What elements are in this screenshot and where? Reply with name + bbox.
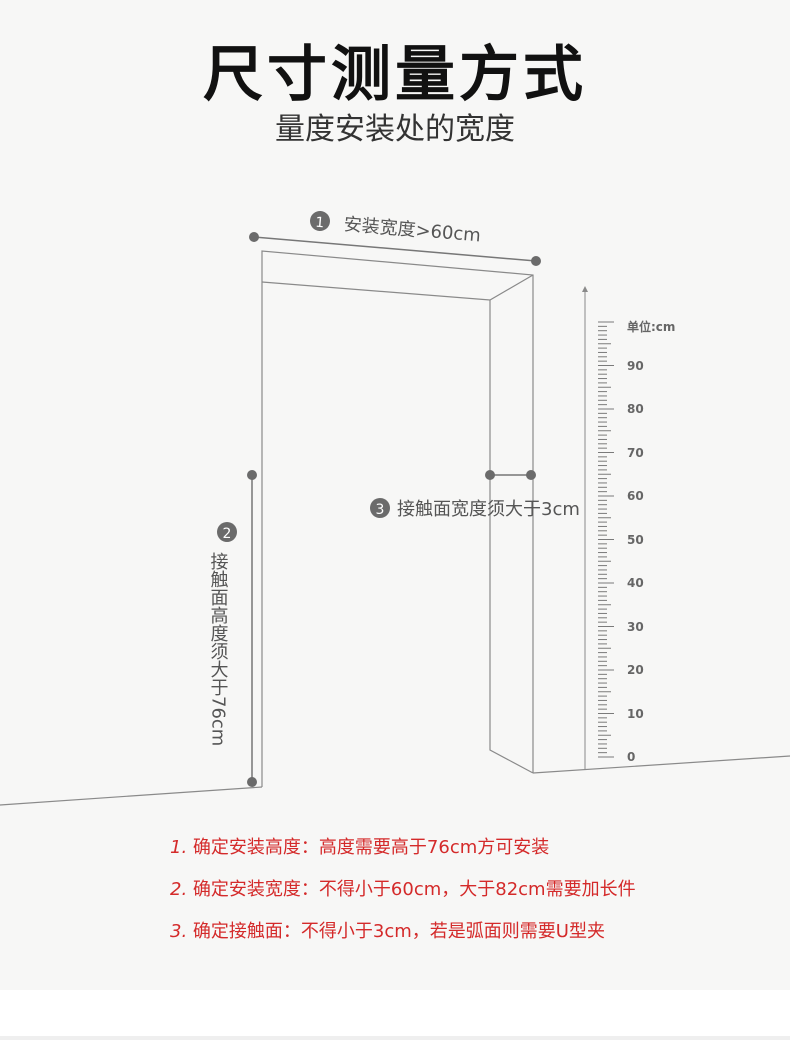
note-number: 2.	[170, 879, 188, 900]
note-item: 2. 确定安装宽度：不得小于60cm，大于82cm需要加长件	[170, 880, 636, 900]
height-measure-dot-bottom	[247, 777, 257, 787]
ruler-ticks	[598, 321, 614, 758]
marker-1-number: 1	[315, 215, 325, 232]
note-number: 1.	[170, 837, 188, 858]
ruler-tick-label: 60	[627, 489, 644, 503]
contact-measure-dot-right	[526, 470, 536, 480]
floor-line	[0, 786, 263, 806]
width-measure-dot-right	[531, 256, 541, 266]
ruler-unit-label: 单位:cm	[627, 319, 675, 334]
note-text: 确定安装宽度：不得小于60cm，大于82cm需要加长件	[192, 879, 636, 900]
ruler-arrow	[582, 286, 588, 292]
ruler-tick-label: 0	[627, 750, 635, 764]
door-frame-diagram: 1 安装宽度>60cm 2 接触面高度须大于76cm 3 接触面宽度须大于3cm…	[0, 211, 790, 806]
door-frame	[261, 250, 534, 787]
page-subtitle: 量度安装处的宽度	[275, 112, 515, 147]
width-label: 安装宽度>60cm	[343, 214, 482, 246]
ruler-tick-labels: 90 80 70 60 50 40 30 20 10 0	[627, 359, 644, 764]
ruler-tick-label: 50	[627, 533, 644, 547]
bottom-band	[0, 990, 790, 1040]
note-number: 3.	[170, 921, 188, 942]
contact-measure-dot-left	[485, 470, 495, 480]
note-item: 3. 确定接触面：不得小于3cm，若是弧面则需要U型夹	[170, 922, 636, 942]
page-title: 尺寸测量方式	[203, 40, 587, 110]
marker-3-badge	[370, 498, 390, 518]
ruler-tick-label: 40	[627, 576, 644, 590]
ruler-tick-label: 70	[627, 446, 644, 460]
note-text: 确定接触面：不得小于3cm，若是弧面则需要U型夹	[192, 921, 605, 942]
height-label: 接触面高度须大于76cm	[208, 552, 229, 747]
floor-line-right	[532, 755, 790, 774]
bottom-divider	[0, 1036, 790, 1040]
marker-2-number: 2	[223, 526, 232, 542]
ruler: 单位:cm 90 80 70 60 50 40 30 20 10 0	[582, 286, 675, 770]
height-measure-dot-top	[247, 470, 257, 480]
note-text: 确定安装高度：高度需要高于76cm方可安装	[192, 837, 550, 858]
marker-1-badge	[310, 211, 330, 231]
instruction-notes: 1. 确定安装高度：高度需要高于76cm方可安装 2. 确定安装宽度：不得小于6…	[170, 838, 636, 964]
ruler-tick-label: 80	[627, 402, 644, 416]
ruler-tick-label: 10	[627, 707, 644, 721]
marker-3-number: 3	[376, 502, 385, 518]
ruler-tick-label: 90	[627, 359, 644, 373]
width-measure-line	[253, 236, 537, 262]
ruler-tick-label: 30	[627, 620, 644, 634]
contact-label: 接触面宽度须大于3cm	[397, 499, 580, 520]
width-measure-dot-left	[249, 232, 259, 242]
marker-2-badge	[217, 522, 237, 542]
ruler-tick-label: 20	[627, 663, 644, 677]
note-item: 1. 确定安装高度：高度需要高于76cm方可安装	[170, 838, 636, 858]
